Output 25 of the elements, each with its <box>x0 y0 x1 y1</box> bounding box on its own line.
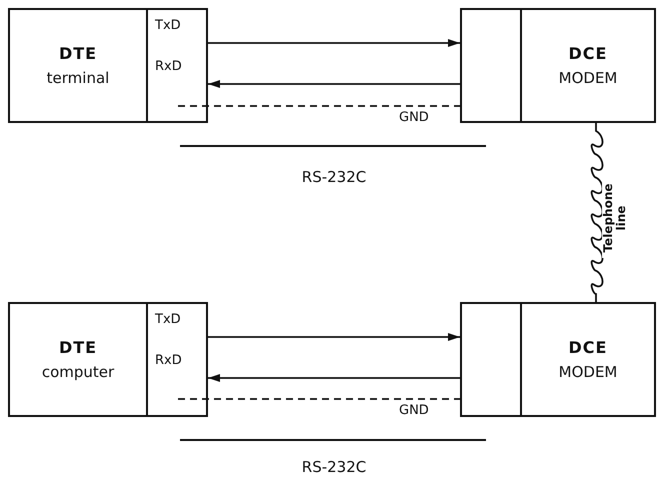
device-box <box>8 8 148 123</box>
connector-box <box>146 8 208 123</box>
connector-box <box>460 302 522 417</box>
device-box <box>520 302 656 417</box>
device-name: DCE <box>568 338 608 357</box>
device-type: MODEM <box>558 363 618 381</box>
signal-arrow <box>208 374 460 382</box>
signal-arrow <box>208 39 460 47</box>
signal-arrow <box>208 333 460 341</box>
connector-box <box>146 302 208 417</box>
device-type: MODEM <box>558 69 618 87</box>
ground-wire <box>178 105 460 107</box>
device-name: DTE <box>58 44 98 63</box>
device-type: computer <box>42 363 114 381</box>
connector-box <box>460 8 522 123</box>
ground-wire <box>178 398 460 400</box>
device-type: terminal <box>46 69 110 87</box>
device-name: DTE <box>58 338 98 357</box>
standard-label: RS-232C <box>300 168 368 186</box>
device-box <box>8 302 148 417</box>
device-name: DCE <box>568 44 608 63</box>
standard-label: RS-232C <box>300 458 368 476</box>
device-box <box>520 8 656 123</box>
signal-arrow <box>208 80 460 88</box>
telephone-line <box>590 123 604 302</box>
